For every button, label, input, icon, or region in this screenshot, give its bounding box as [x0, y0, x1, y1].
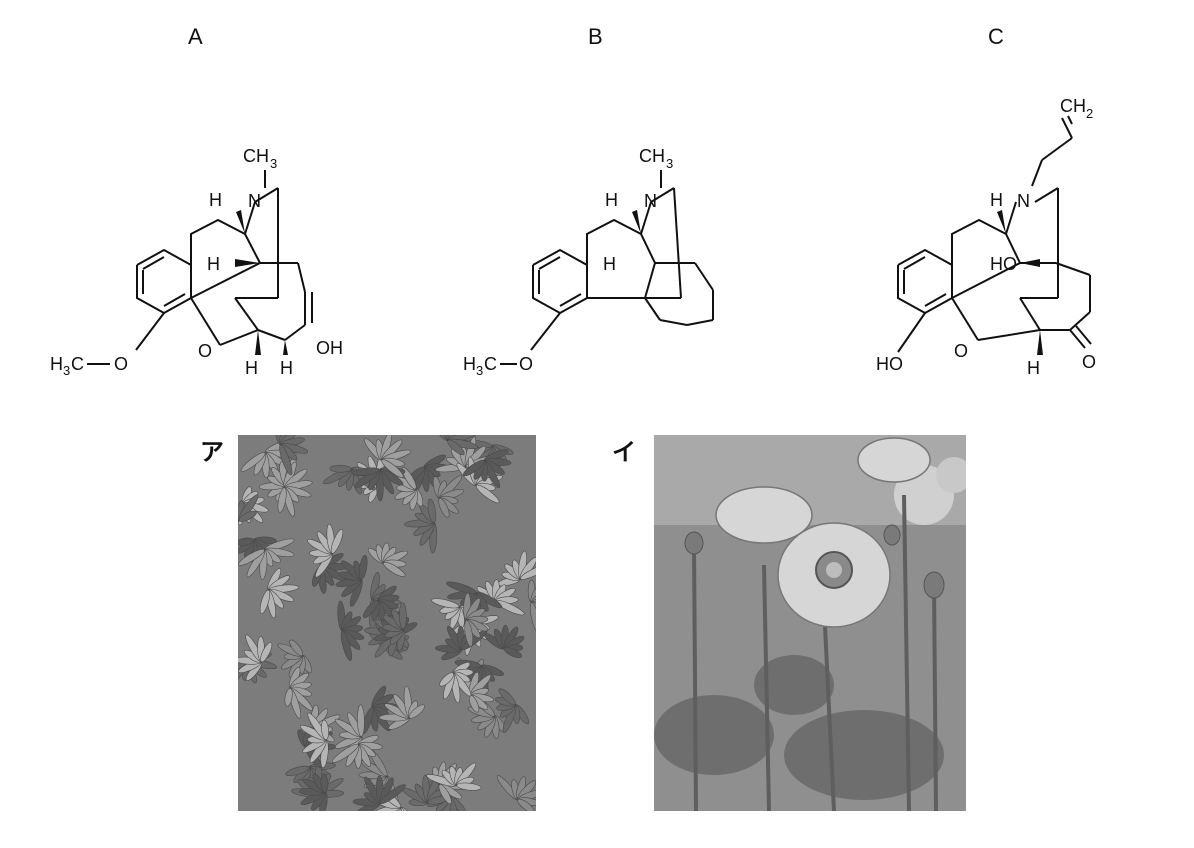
leaf-cluster — [238, 494, 259, 529]
leaf-cluster — [484, 624, 525, 659]
leaf-cluster — [364, 435, 412, 478]
leaf-cluster — [259, 568, 300, 619]
svg-text:H: H — [280, 358, 293, 378]
leaf-cluster — [331, 735, 383, 769]
leaf-cluster — [238, 538, 295, 580]
svg-text:H: H — [1027, 358, 1040, 378]
svg-text:H: H — [207, 254, 220, 274]
leaf-cluster — [238, 634, 273, 681]
svg-text:HO: HO — [990, 254, 1017, 274]
leaf-cluster — [463, 449, 512, 489]
leaf-cluster — [284, 667, 313, 719]
svg-text:CH: CH — [243, 146, 269, 166]
svg-text:N: N — [248, 191, 261, 211]
leaf-cluster — [439, 662, 474, 704]
svg-text:3: 3 — [476, 363, 483, 378]
leaf-cluster — [337, 600, 365, 661]
svg-text:O: O — [1082, 352, 1096, 372]
svg-text:H: H — [990, 190, 1003, 210]
svg-text:CH: CH — [1060, 96, 1086, 116]
svg-text:H: H — [50, 354, 63, 374]
svg-text:O: O — [114, 354, 128, 374]
label-c: C — [988, 24, 1004, 49]
svg-text:H: H — [463, 354, 476, 374]
structure-a: CH 3 N H H H H O OH H 3 C O — [50, 146, 343, 378]
svg-text:H: H — [605, 190, 618, 210]
svg-text:CH: CH — [639, 146, 665, 166]
leaf-cluster — [352, 775, 406, 811]
leaf-cluster — [362, 585, 400, 621]
svg-text:3: 3 — [666, 156, 673, 171]
photo-label-i: イ — [612, 438, 636, 466]
leaf-cluster — [378, 685, 425, 730]
leaf-cluster — [446, 581, 503, 621]
leaf-cluster — [404, 498, 438, 554]
aromatic-ring — [897, 248, 953, 315]
leaf-cluster — [335, 554, 368, 607]
poppy-flowers-image — [654, 435, 966, 811]
svg-text:H: H — [209, 190, 222, 210]
leaf-cluster — [277, 639, 313, 678]
svg-text:OH: OH — [316, 338, 343, 358]
aromatic-ring — [136, 248, 192, 315]
leaf-cluster — [307, 523, 344, 578]
svg-text:C: C — [484, 354, 497, 374]
poppy-photo — [654, 435, 966, 811]
leaf-cluster — [497, 550, 536, 587]
svg-text:3: 3 — [63, 363, 70, 378]
leaf-cluster — [426, 762, 482, 791]
svg-text:3: 3 — [270, 156, 277, 171]
svg-text:2: 2 — [1086, 106, 1093, 121]
label-b: B — [588, 24, 603, 49]
leaf-cluster — [274, 435, 309, 476]
svg-text:H: H — [603, 254, 616, 274]
leaf-cluster — [382, 602, 407, 651]
leaf-cluster — [432, 475, 465, 518]
leaf-cluster — [496, 775, 536, 811]
svg-text:N: N — [1017, 191, 1030, 211]
svg-text:HO: HO — [876, 354, 903, 374]
leaf-cluster — [463, 592, 489, 648]
label-a: A — [188, 24, 203, 49]
leaf-cluster — [495, 688, 529, 734]
cannabis-photo — [238, 435, 536, 811]
leaf-cluster — [431, 435, 479, 456]
svg-text:N: N — [644, 191, 657, 211]
leaf-cluster — [394, 466, 424, 511]
leaf-cluster — [527, 579, 536, 634]
svg-text:C: C — [71, 354, 84, 374]
leaf-cluster — [476, 579, 525, 616]
leaf-cluster — [300, 712, 329, 769]
leaf-cluster — [299, 773, 329, 811]
structure-b: CH 3 N H H H 3 C O — [463, 146, 714, 378]
photo-label-a: ア — [200, 438, 224, 466]
svg-text:O: O — [519, 354, 533, 374]
cannabis-leaves-image — [238, 435, 536, 811]
aromatic-ring — [532, 248, 588, 315]
svg-text:O: O — [954, 341, 968, 361]
structure-c: CH 2 N H HO O H O HO — [876, 96, 1096, 378]
leaf-cluster — [368, 542, 408, 577]
svg-text:H: H — [245, 358, 258, 378]
svg-text:O: O — [198, 341, 212, 361]
